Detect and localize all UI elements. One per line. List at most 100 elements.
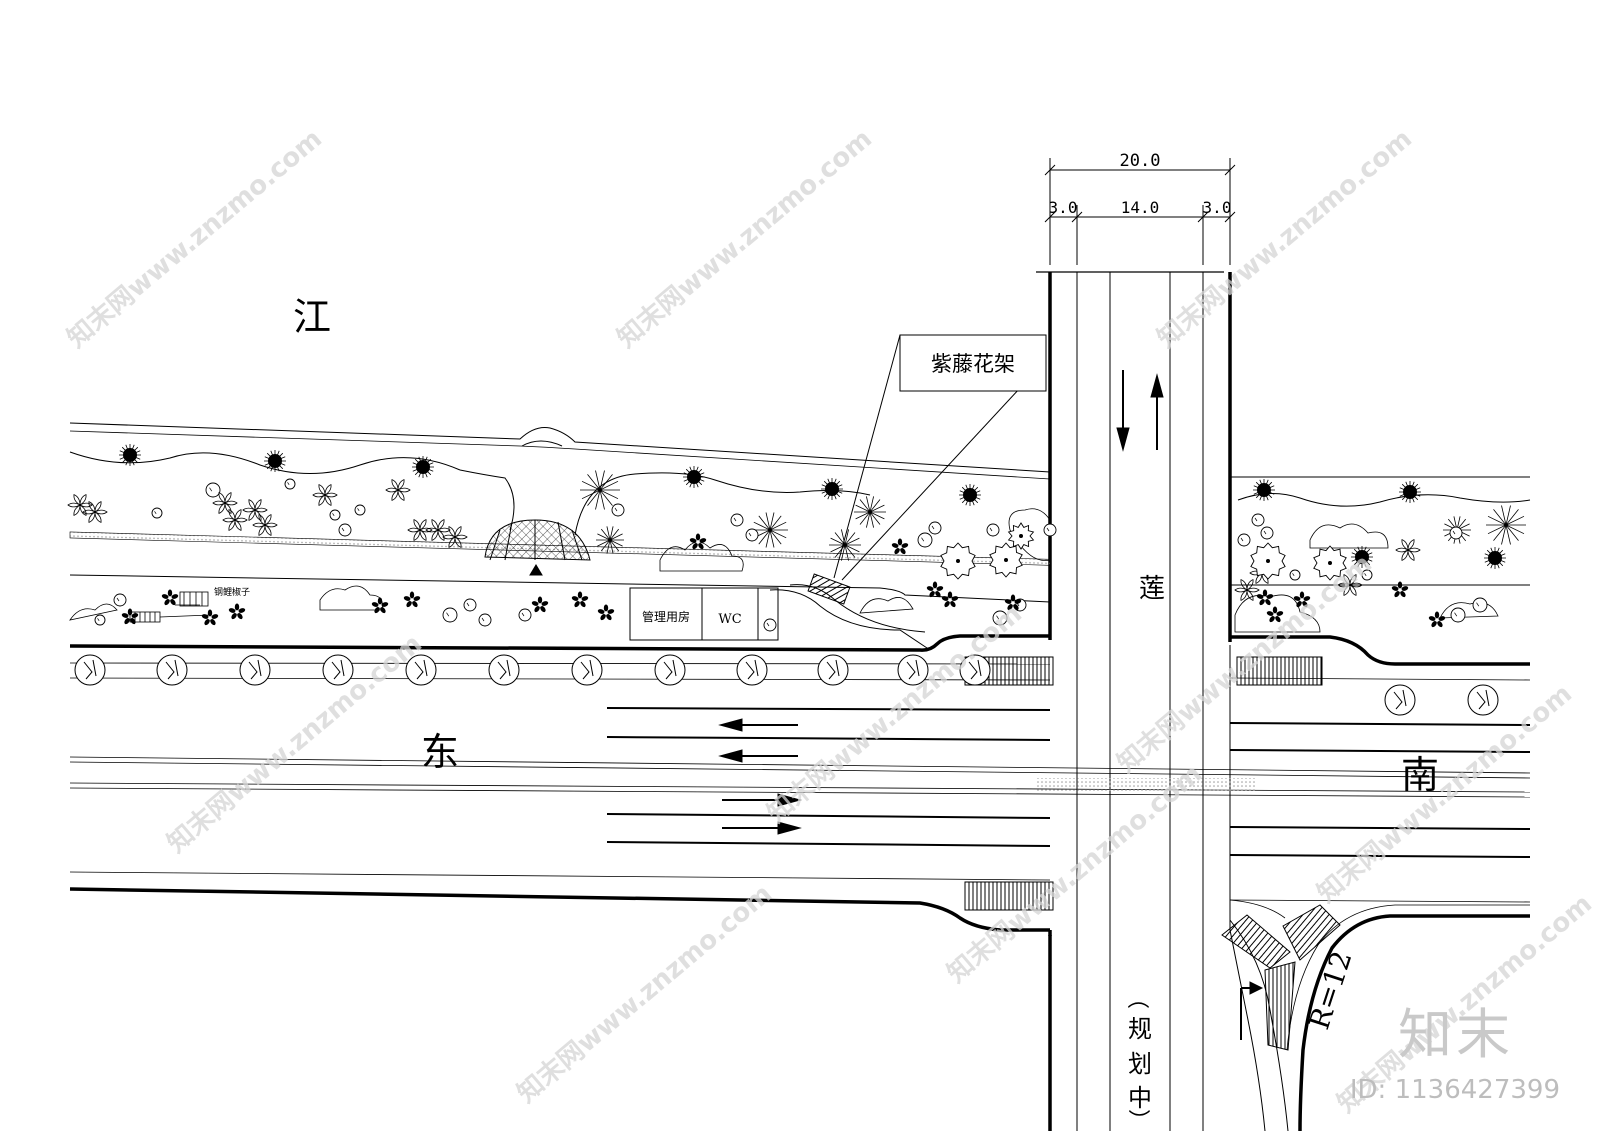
round-shrub [611, 503, 625, 517]
palm-tree [829, 529, 861, 561]
palm-tree [580, 470, 620, 510]
lian-road-planned-label: （ 规 划 中 ） [1124, 987, 1152, 1131]
planned-char-1: （ [1124, 987, 1149, 1009]
pavilion-label: 钢鲤椒子 [214, 586, 250, 598]
round-shrub [1289, 569, 1301, 581]
street-tree [156, 654, 188, 686]
document-id: ID: 1136427399 [1349, 1075, 1560, 1105]
watermark-text: 知末网www.znzmo.com [1312, 679, 1578, 909]
round-shrub [1361, 569, 1373, 581]
watermark-text: 知末网www.znzmo.com [512, 879, 778, 1109]
street-tree [736, 654, 768, 686]
wc-label: WC [718, 612, 741, 627]
canopy-tree [1313, 545, 1347, 581]
leafy-plant [312, 484, 338, 506]
flower-shrub [1004, 594, 1022, 611]
crosswalks [964, 656, 1341, 1051]
wisteria-label: 紫藤花架 [931, 352, 1015, 376]
leafy-plant [242, 499, 268, 521]
round-shrub [151, 507, 163, 519]
round-shrub [338, 523, 352, 537]
planned-char-2: 规 [1128, 1015, 1152, 1043]
watermark-text: 知末网www.znzmo.com [1152, 124, 1418, 354]
road-east-east-label: 南 [1401, 753, 1439, 797]
flower-shrub [201, 609, 219, 626]
leafy-plant [442, 526, 468, 548]
flower-shrub [403, 591, 421, 608]
watermarks: 知末网www.znzmo.com 知末网www.znzmo.com 知末网www.z… [62, 124, 1598, 1119]
round-shrub [1237, 533, 1251, 547]
street-tree [817, 654, 849, 686]
flower-shrub [1391, 581, 1409, 598]
street-tree [1384, 684, 1416, 716]
street-tree [897, 654, 929, 686]
conifer-shrub [683, 466, 705, 488]
street-tree [959, 654, 991, 686]
mgmt-room-label: 管理用房 [642, 609, 690, 624]
round-shrub [730, 513, 744, 527]
leafy-plant [1234, 579, 1260, 601]
watermark-text: 知末网www.znzmo.com [62, 124, 328, 354]
lian-road [1036, 271, 1289, 1131]
dim-center: 14.0 [1121, 198, 1160, 217]
river-label: 江 [293, 295, 331, 339]
street-tree [488, 654, 520, 686]
leafy-plant [212, 492, 238, 514]
planned-char-5: ） [1125, 1109, 1150, 1131]
radius-label: R=12 [1302, 947, 1358, 1033]
flower-shrub [371, 597, 389, 614]
round-shrub [329, 509, 341, 521]
round-shrub [1449, 526, 1463, 540]
conifer-shrub [1399, 481, 1421, 503]
conifer-shrub [1484, 547, 1506, 569]
round-shrub [1450, 607, 1466, 623]
round-shrub [463, 598, 477, 612]
dim-left: 3.0 [1049, 198, 1078, 217]
flower-shrub [597, 604, 615, 621]
palm-tree [854, 496, 886, 528]
round-shrub [478, 613, 492, 627]
planned-char-3: 划 [1128, 1050, 1152, 1078]
flower-shrub [161, 589, 179, 606]
conifer-shrub [264, 450, 286, 472]
leafy-plant [252, 514, 278, 536]
flower-shrub [1293, 591, 1311, 608]
dim-right: 3.0 [1203, 198, 1232, 217]
conifer-shrub [959, 484, 981, 506]
flower-shrub [1266, 606, 1284, 623]
palm-tree [752, 512, 788, 548]
conifer-shrub [1351, 546, 1373, 568]
watermark-text: 知末网www.znzmo.com [612, 124, 878, 354]
conifer-shrub [119, 444, 141, 466]
round-shrub [518, 608, 532, 622]
street-tree [405, 654, 437, 686]
lian-road-label: 莲 [1139, 574, 1165, 604]
round-shrub [1260, 526, 1274, 540]
round-shrub [113, 593, 127, 607]
buildings [629, 587, 779, 641]
dimension-lines [1044, 158, 1236, 265]
pavilion-stairs [129, 591, 211, 623]
conifer-shrub [821, 478, 843, 500]
street-tree [322, 654, 354, 686]
park-shrub-outlines [69, 508, 1499, 633]
flower-shrub [1428, 611, 1446, 628]
street-tree [1467, 684, 1499, 716]
flower-shrub [228, 603, 246, 620]
flower-shrub [941, 591, 959, 608]
canopy-tree [1007, 522, 1035, 550]
leafy-plant [1337, 574, 1363, 596]
lian-arrows [1116, 370, 1264, 1040]
round-shrub [1251, 513, 1265, 527]
leafy-plant [82, 501, 108, 523]
leafy-plant [1395, 539, 1421, 561]
street-tree [74, 654, 106, 686]
round-shrub [917, 532, 933, 548]
brand-watermark: 知末 [1398, 1003, 1514, 1066]
riverside-park [69, 422, 1531, 603]
planned-char-4: 中 [1128, 1084, 1152, 1112]
flower-shrub [926, 581, 944, 598]
canopy-tree [940, 542, 976, 580]
round-shrub [442, 607, 458, 623]
street-tree [239, 654, 271, 686]
